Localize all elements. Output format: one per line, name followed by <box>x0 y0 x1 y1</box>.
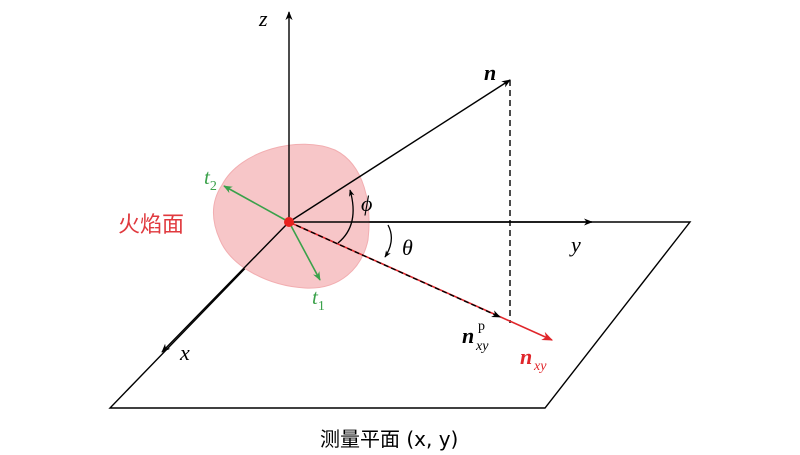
nxy-subscript: xy <box>533 359 547 374</box>
y-axis-label: y <box>569 232 581 257</box>
origin-point <box>284 217 294 227</box>
theta-angle-arc <box>384 224 392 258</box>
nxy-p-subscript: xy <box>475 339 489 354</box>
theta-label: θ <box>402 235 413 260</box>
phi-angle-arc <box>337 189 355 244</box>
tangent-t1-vector <box>288 221 321 281</box>
nxy-p-vector <box>288 221 501 318</box>
nxy-p-label: n <box>462 323 474 348</box>
flame-surface <box>213 143 370 289</box>
tangent-t2-vector <box>223 185 290 223</box>
n-label: n <box>484 60 496 85</box>
x-axis <box>161 221 290 353</box>
measurement-plane <box>108 221 692 409</box>
z-axis-label: z <box>258 6 268 31</box>
t2-label: t2 <box>204 165 217 194</box>
x-axis-label: x <box>179 340 190 365</box>
measurement-plane-label: 测量平面 (x, y) <box>320 427 458 451</box>
nxy-label: n <box>520 344 532 369</box>
flame-surface-label: 火焰面 <box>118 213 184 238</box>
normal-vector-n <box>288 79 511 223</box>
phi-label: ϕ <box>361 191 372 216</box>
nxy-p-superscript: p <box>478 319 485 334</box>
t1-label: t1 <box>312 285 325 314</box>
